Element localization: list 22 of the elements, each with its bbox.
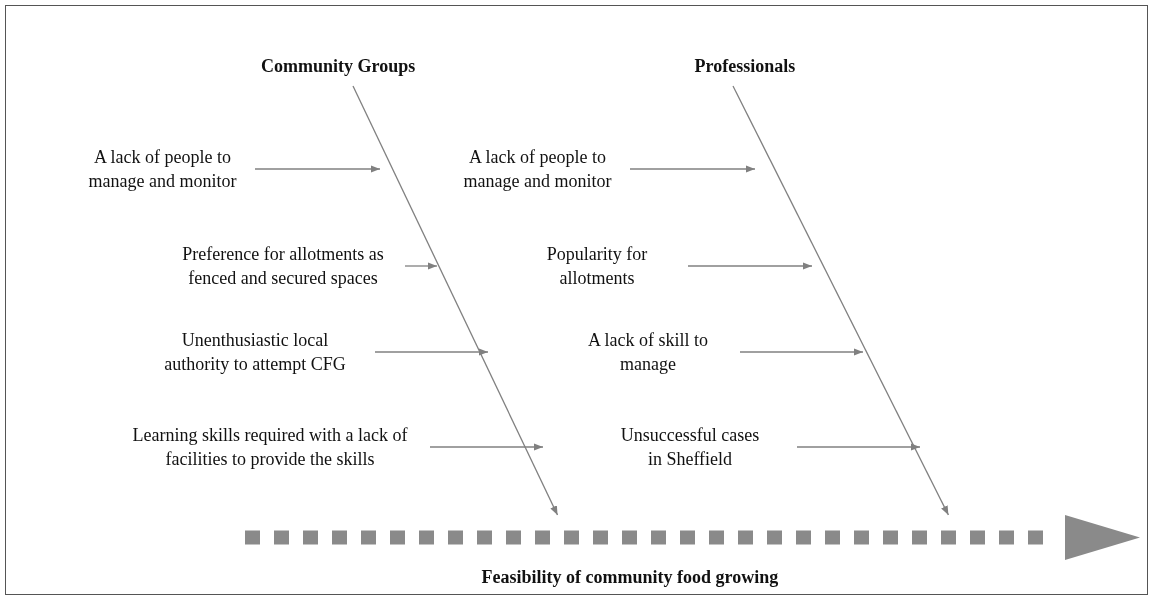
cause-text: A lack of skill to manage	[572, 328, 740, 376]
category-heading: Community Groups	[261, 54, 416, 78]
arrow	[254, 165, 381, 173]
cause-text: A lack of people to manage and monitor	[445, 145, 630, 193]
arrow	[404, 262, 438, 270]
cause-text: Unenthusiastic local authority to attempt CFG	[152, 328, 375, 376]
cause-text: A lack of people to manage and monitor	[70, 145, 255, 193]
arrow	[739, 348, 864, 356]
dashed-arrow-bar	[245, 515, 1140, 560]
arrow	[796, 443, 921, 451]
cause-text: Preference for allotments as fenced and secured spaces	[165, 242, 405, 290]
cause-text: Learning skills required with a lack of facilities to provide the skills	[125, 423, 430, 471]
bone-arrow	[352, 85, 559, 516]
effect-label: Feasibility of community food growing	[481, 567, 779, 588]
arrow	[429, 443, 544, 451]
arrow	[687, 262, 813, 270]
cause-text: Unsuccessful cases in Sheffield	[615, 423, 797, 471]
cause-text: Popularity for allotments	[532, 242, 688, 290]
category-heading: Professionals	[694, 54, 796, 78]
arrow	[374, 348, 489, 356]
bone-arrow	[732, 85, 950, 516]
arrow	[629, 165, 756, 173]
